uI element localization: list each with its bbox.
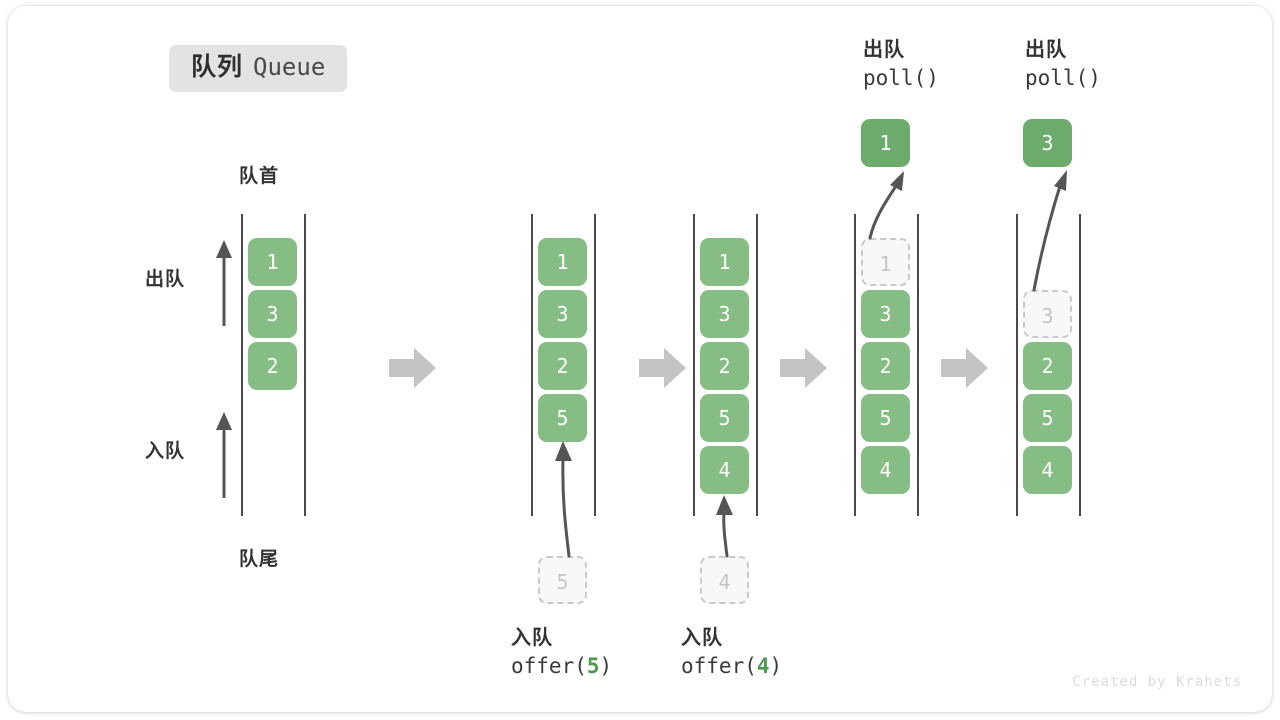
queue-cell: 2 [1023,342,1072,390]
enqueue-flow-arrow-icon [716,495,733,558]
queue-cell: 3 [248,290,297,338]
watermark-credit: Created by Krahets [1072,674,1242,690]
dequeue-flow-arrow-icon [868,171,904,240]
offer-4-close: ) [769,654,783,679]
enqueue-flow-arrow-icon [555,441,572,558]
offer-5-arg: 5 [586,654,600,679]
queue-rail-left [241,214,243,516]
queue-cell: 2 [538,342,587,390]
diagram-canvas: 队列 Queue 队首 队尾 出队 入队 1 3 2 [8,6,1272,712]
queue-rail-left [1016,214,1018,516]
queue-cell: 5 [1023,394,1072,442]
queue-column-initial: 1 3 2 [219,6,359,712]
poll-1-caption-cn: 出队 [863,39,905,61]
incoming-element-ghost: 5 [538,556,587,604]
transition-arrow-icon [780,348,827,388]
dequeue-direction-arrow-icon [216,240,232,326]
diagram-title-en: Queue [253,53,326,81]
diagram-title-badge: 队列 Queue [169,45,348,92]
queue-cell: 2 [861,342,910,390]
queue-cell: 2 [700,342,749,390]
queue-column-after-offer-5: 1 3 2 5 5 [509,6,649,712]
queue-rail-left [531,214,533,516]
queue-cell: 3 [700,290,749,338]
poll-3-caption-code: poll() [1025,66,1101,91]
queue-head-label: 队首 [239,166,280,187]
diagram-stage: 队列 Queue 队首 队尾 出队 入队 1 3 2 [8,6,1272,712]
dequeue-flow-arrow-icon [1032,170,1067,292]
offer-5-close: ) [599,654,613,679]
queue-cell: 5 [700,394,749,442]
queue-rail-right [1079,214,1081,516]
poll-3-caption-cn: 出队 [1025,39,1067,61]
queue-cell: 4 [700,446,749,494]
queue-cell: 2 [248,342,297,390]
queue-cell: 1 [538,238,587,286]
popped-element: 1 [861,119,910,167]
poll-1-caption-code: poll() [863,66,939,91]
offer-5-fn: offer( [511,654,587,679]
offer-4-caption-cn: 入队 [681,627,723,649]
transition-arrow-icon [639,348,686,388]
queue-tail-label: 队尾 [239,549,280,570]
enqueue-direction-label: 入队 [145,441,186,462]
queue-rail-right [917,214,919,516]
dequeue-direction-label: 出队 [145,269,186,290]
queue-rail-right [594,214,596,516]
offer-5-caption: 入队 offer(5) [511,624,612,682]
queue-rail-left [693,214,695,516]
queue-cell: 5 [538,394,587,442]
queue-rail-right [304,214,306,516]
poll-1-caption: 出队 poll() [863,36,939,94]
enqueue-direction-arrow-icon [216,412,232,498]
queue-cell: 3 [861,290,910,338]
queue-rail-right [756,214,758,516]
queue-column-after-poll-1: 1 3 2 5 4 1 [832,6,972,712]
vacated-slot-ghost: 3 [1023,290,1072,338]
queue-rail-left [854,214,856,516]
offer-4-caption-code: offer(4) [681,652,782,682]
queue-cell: 5 [861,394,910,442]
transition-arrow-icon [941,348,988,388]
offer-4-arg: 4 [756,654,770,679]
queue-cell: 3 [538,290,587,338]
offer-4-fn: offer( [681,654,757,679]
popped-element: 3 [1023,119,1072,167]
offer-5-caption-cn: 入队 [511,627,553,649]
queue-cell: 1 [700,238,749,286]
poll-3-caption: 出队 poll() [1025,36,1101,94]
queue-cell: 4 [1023,446,1072,494]
offer-4-caption: 入队 offer(4) [681,624,782,682]
incoming-element-ghost: 4 [700,556,749,604]
diagram-title-cn: 队列 [191,53,244,81]
transition-arrow-icon [389,348,436,388]
vacated-slot-ghost: 1 [861,238,910,286]
offer-5-caption-code: offer(5) [511,652,612,682]
queue-cell: 1 [248,238,297,286]
queue-cell: 4 [861,446,910,494]
queue-column-after-poll-3: 3 2 5 4 3 [994,6,1134,712]
queue-column-after-offer-4: 1 3 2 5 4 4 [671,6,811,712]
